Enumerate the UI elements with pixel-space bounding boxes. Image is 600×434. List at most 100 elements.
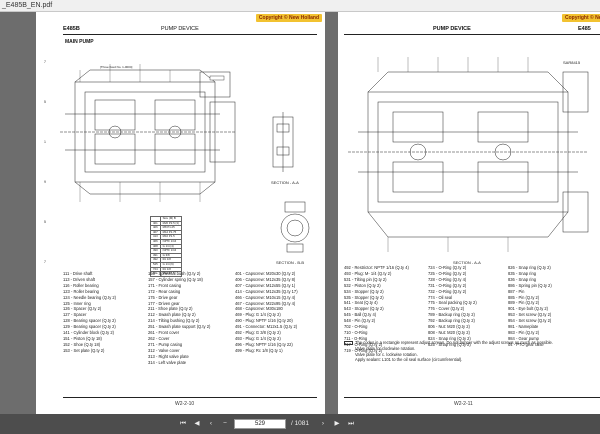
legend-item: 532 - Piston (Q.ty 2) [344, 282, 381, 288]
window-titlebar: _E485B_EN.pdf [0, 0, 600, 12]
legend-item: 141 - Cylinder block (Q.ty 2) [63, 330, 114, 336]
next-page-icon[interactable]: › [321, 420, 325, 427]
legend-item: 775 - Seal packing (Q.ty 2) [428, 300, 477, 306]
legend-item: 792 - Backup ring (Q.ty 2) [428, 318, 475, 324]
legend-item: 313 - Right valve plate [148, 353, 189, 359]
legend-item: 493 - Plug: M- 1/4 (Q.ty 2) [344, 270, 392, 276]
previous-page-icon[interactable]: ◀ [194, 420, 200, 427]
note-text: The codes in a rectangle represent adjus… [355, 340, 553, 345]
legend-col-2: 724 - O-Ring (Q.ty 2)725 - O-Ring (Q.ty … [428, 265, 477, 348]
section-bb-drawing: SECTION - B-B [276, 201, 310, 265]
legend-item: 152 - Shoe (Q.ty 18) [63, 341, 101, 347]
side-label: 5 [44, 100, 46, 104]
footer-page-number: W2-2-11 [454, 401, 473, 407]
adjust-screw-box-icon [344, 340, 353, 345]
page-model: E485B [63, 26, 80, 32]
legend-item: 271 - Pump casing [148, 341, 183, 347]
pdf-page-left: Copyright © New Holland E485B PUMP DEVIC… [36, 12, 325, 414]
legend-item: 984 - Gear pump [508, 335, 539, 341]
copyright-badge: Copyright © New Holland [255, 14, 322, 22]
legend-item: 835 - Snap ring [508, 270, 536, 276]
legend-item: 126 - Spacer (Q.ty 2) [63, 306, 102, 312]
page-model: E485 [578, 26, 591, 32]
legend-item: 04 - PTO gear case [508, 341, 544, 347]
legend-item: 548 - Pin (Q.ty 2) [344, 318, 376, 324]
previous-page-icon[interactable]: ‹ [209, 420, 213, 427]
legend-item: 490 - Plug: NPTF 1/16 (Q.ty 20) [235, 318, 293, 324]
legend-item: 113 - Driven shaft [63, 276, 96, 282]
next-page-icon[interactable]: ▶ [334, 420, 340, 427]
legend-item: 725 - O-Ring (Q.ty 2) [428, 270, 467, 276]
legend-item: 901 - Eye bolt (Q.ty 2) [508, 306, 549, 312]
first-page-icon[interactable]: ⏮ [180, 420, 186, 427]
drawing-note: [Three fixed No. 1-0004] [100, 65, 133, 69]
section-title: MAIN PUMP [65, 39, 94, 45]
legend-item: 156 - Spherical bush (Q.ty 2) [148, 271, 201, 276]
legend-item: 111 - Drive shaft [63, 271, 93, 276]
copyright-badge: Copyright © New Holland [562, 14, 600, 22]
legend-col-1: 492 - Restrictor: NPTF 1/16 (Q.ty 4)493 … [344, 265, 409, 354]
legend-item: 125 - Inner ring [63, 300, 91, 306]
page-footer: W2-2-11 [344, 397, 600, 407]
header-rule [344, 34, 600, 35]
legend-item: 177 - Driven gear [148, 300, 180, 306]
footer-page-number: W2-2-10 [175, 401, 195, 407]
legend-item: 535 - Stopper (Q.ty 2) [344, 294, 384, 300]
note-text: Apply sealant: L101 to the oil seal surf… [355, 357, 463, 363]
legend-item: 492 - Restrictor: NPTF 1/16 (Q.ty 4) [344, 265, 409, 270]
pdf-page-right: Copyright © New Holland PUMP DEVICE E485 [338, 12, 600, 414]
legend-item: 534 - Stopper (Q.ty 2) [344, 288, 384, 294]
legend-item: 171 - Front casing [148, 282, 181, 288]
legend-item: 314 - Left valve plate [148, 359, 187, 365]
legend-item: 491 - Connector: M12x1.5 (Q.ty 2) [235, 324, 298, 330]
side-label: 5 [44, 220, 46, 224]
legend-item: 776 - Cover (Q.ty 2) [428, 306, 465, 312]
side-label: 7 [44, 260, 46, 264]
legend-item: 543 - Stopper (Q.ty 2) [344, 306, 384, 312]
legend-item: 531 - Tilting pin (Q.ty 2) [344, 276, 387, 282]
legend-item: 401 - Capscrew: M20x30 (Q.ty 2) [235, 271, 296, 276]
legend-item: 710 - O-Ring [344, 329, 368, 335]
legend-item: 499 - Plug: Rc 1/8 (Q.ty 1) [235, 347, 283, 353]
legend-item: 886 - Spring pin (Q.ty 2) [508, 282, 552, 288]
legend-item: 251 - Swash plate support (Q.ty 2) [148, 324, 211, 330]
legend-item: 116 - Roller bearing [63, 282, 99, 288]
legend-item: 719 - O-Ring (Q.ty 2) [344, 347, 383, 353]
legend-item: 825 - Snap ring (Q.ty 2) [428, 341, 471, 347]
legend-item: 214 - Tilting bushing (Q.ty 2) [148, 318, 200, 324]
zoom-out-icon[interactable]: − [223, 420, 227, 427]
legend-item: 885 - Pin (Q.ty 2) [508, 294, 540, 300]
legend-item: 175 - Drive gear [148, 294, 178, 300]
table-cell: M10 P1.5 [159, 271, 182, 277]
legend-item: 261 - Front cover [148, 330, 180, 336]
legend-item: 151 - Piston (Q.ty 18) [63, 335, 102, 341]
note-item: Apply sealant: L101 to the oil seal surf… [344, 357, 553, 363]
legend-item: 492 - Plug: G 3/8 (Q.ty 2) [235, 330, 281, 336]
legend-item: 711 - O-Ring [344, 335, 368, 341]
legend-item: 493 - Plug: G 1/4 (Q.ty 2) [235, 335, 281, 341]
note-item: Valve plate for clockwise rotation. [344, 346, 553, 352]
legend-item: 724 - O-Ring (Q.ty 2) [428, 265, 467, 270]
side-label: 1 [44, 140, 46, 144]
legend-item: 127 - Spacer [63, 312, 87, 318]
legend-item: 806 - Nut: M20 (Q.ty 2) [428, 324, 470, 330]
section-aa-drawing: SECTION - A-A [271, 112, 299, 185]
legend-item: 887 - Pin [508, 288, 525, 294]
legend-item: 702 - O-Ring [344, 324, 368, 330]
legend-item: 954 - Set screw (Q.ty 2) [508, 318, 552, 324]
legend-item: 124 - Needle bearing (Q.ty 2) [63, 294, 117, 300]
legend-item: 889 - Pin (Q.ty 2) [508, 300, 540, 306]
legend-item: 468 - Capscrew: M30x180 [235, 306, 283, 312]
legend-item: 836 - Snap ring [508, 276, 536, 282]
note-item: The codes in a rectangle represent adjus… [344, 340, 553, 346]
legend-item: 789 - Backup ring (Q.ty 2) [428, 312, 475, 318]
legend-item: 824 - Snap ring (Q.ty 2) [428, 335, 471, 341]
page-number-input[interactable]: 529 [234, 419, 286, 429]
legend-item: 407 - Capscrew: M12x55 (Q.ty 1) [235, 282, 296, 288]
legend-item: 262 - Cover [148, 335, 170, 341]
pump-assembly-drawing: SAR8415 SECTION - A-A [348, 57, 589, 265]
page-header-title: PUMP DEVICE [161, 26, 199, 32]
legend-item: 469 - Plug: G 1/4 (Q.ty 2) [235, 312, 281, 318]
last-page-icon[interactable]: ⏭ [348, 420, 354, 427]
